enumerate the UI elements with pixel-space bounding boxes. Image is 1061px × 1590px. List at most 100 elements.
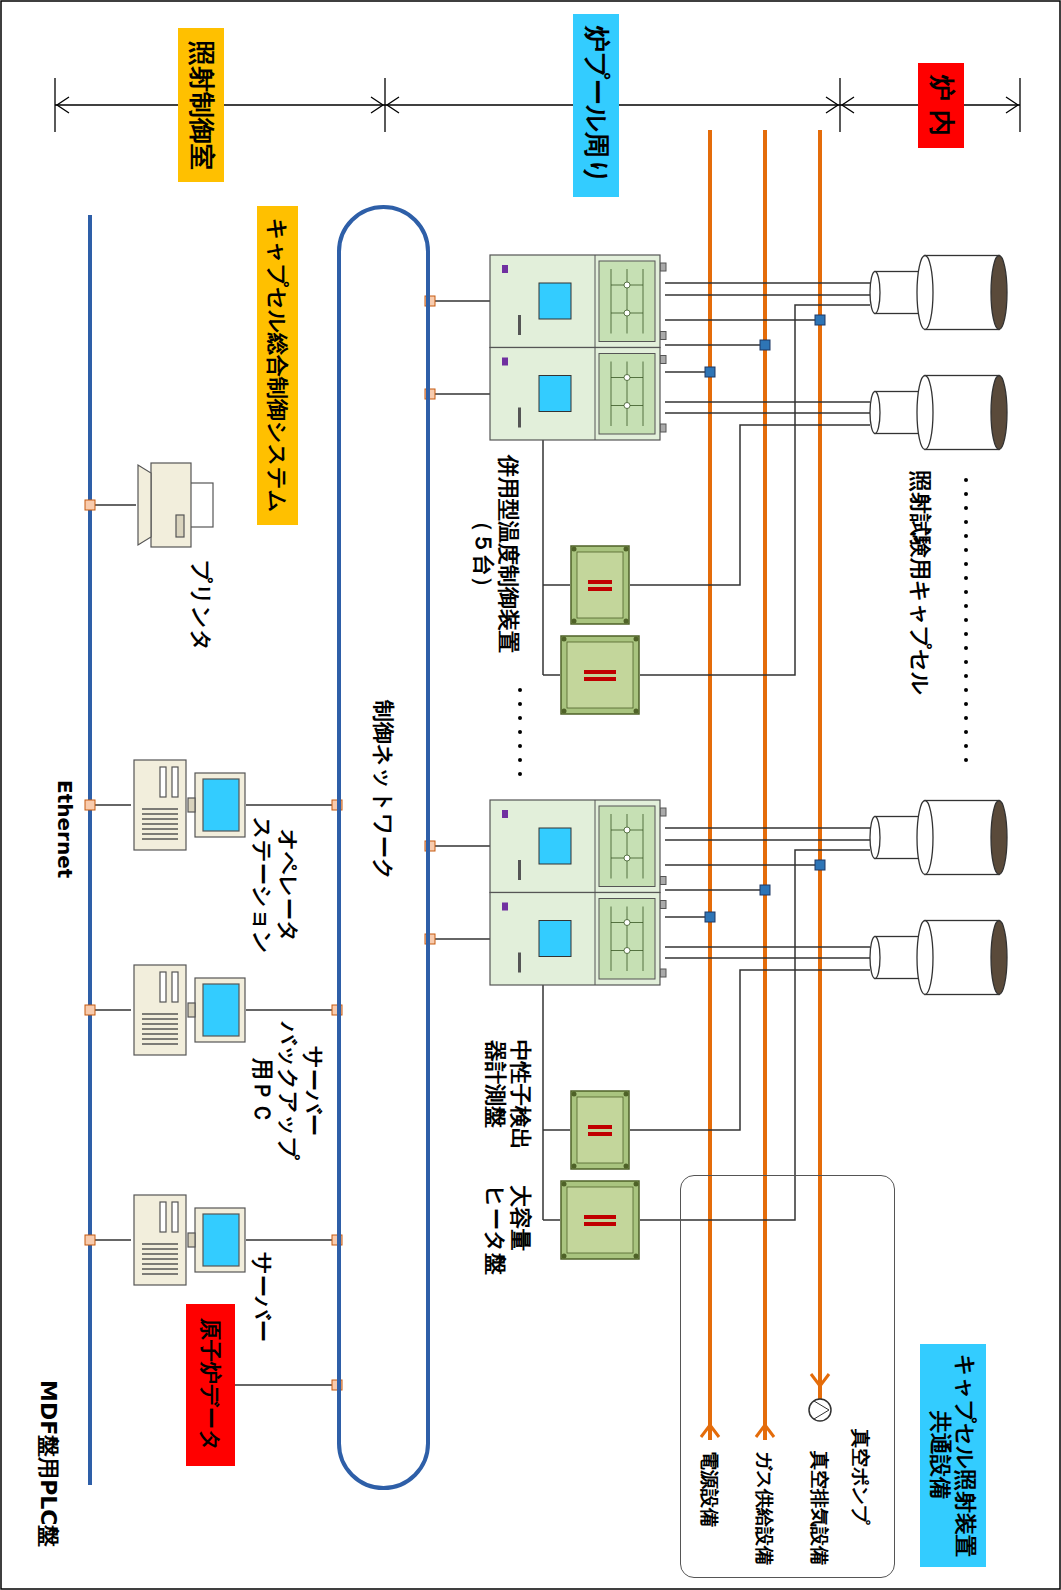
ellipsis-dots <box>518 702 522 706</box>
instrument-panel <box>577 552 623 618</box>
node-text: ガス供給設備 <box>753 1451 775 1565</box>
signal-wire <box>665 916 710 918</box>
temperature-controller <box>518 860 521 880</box>
panel-name: MDF盤用PLC盤 <box>36 1380 61 1547</box>
computer-icon <box>142 1273 178 1275</box>
dimension-line <box>1019 78 1020 132</box>
signal-wire <box>640 305 870 675</box>
temperature-controller <box>624 920 630 926</box>
computer-icon <box>203 779 239 831</box>
irradiation-capsule <box>917 921 933 995</box>
temperature-controller <box>624 375 630 381</box>
temperature-controller <box>490 255 660 348</box>
temperature-controller <box>539 828 571 864</box>
node-text: サーバー バックアップ 用ＰＣ <box>250 1022 326 1160</box>
instrument-panel <box>562 1182 567 1187</box>
tap-point <box>815 860 825 870</box>
temperature-controller <box>660 969 666 977</box>
instrument-panel <box>562 637 567 642</box>
printer-icon <box>138 465 151 545</box>
signal-wire <box>665 412 870 414</box>
dimension-line <box>54 78 55 132</box>
temperature-controller <box>490 893 666 986</box>
zone-label: 照射制御室 <box>178 28 224 182</box>
temperature-controller <box>627 814 628 879</box>
irradiation-capsule <box>917 376 933 450</box>
heater-panel: 大容量 ヒータ盤 <box>560 1180 640 1260</box>
irradiation-capsule <box>917 801 933 875</box>
node-text: 大容量 ヒータ盤 <box>482 1185 533 1275</box>
node-text: 真空排気設備 <box>808 1451 830 1565</box>
computer-icon <box>160 767 166 797</box>
computer-icon <box>195 1208 245 1272</box>
control-network-ring: 制御ネットワーク <box>337 205 430 1490</box>
temperature-controller <box>539 921 571 957</box>
computer-icon <box>142 1018 178 1020</box>
signal-wire <box>665 864 820 866</box>
signal-wire <box>640 850 870 1220</box>
irradiation-capsule <box>991 801 1007 875</box>
computer-icon <box>188 1233 195 1247</box>
signal-wire <box>543 674 560 676</box>
instrument-panel <box>571 546 629 624</box>
dimension-line <box>57 97 69 113</box>
computer-icon <box>134 965 186 1055</box>
capsule-name: 照射試験用キャプセル <box>908 470 933 695</box>
instrument-panel <box>588 580 612 584</box>
temperature-controller <box>595 800 596 893</box>
tap-point <box>760 340 770 350</box>
signal-wire <box>665 839 870 841</box>
connector-line <box>246 804 337 806</box>
temperature-controller <box>518 408 521 428</box>
printer-icon <box>151 463 191 547</box>
computer-icon <box>142 1033 178 1035</box>
temperature-controller <box>611 907 612 972</box>
signal-wire <box>665 827 870 829</box>
temperature-controller <box>599 261 655 342</box>
computer-icon <box>142 1043 178 1045</box>
temperature-controller <box>595 348 596 441</box>
irradiation-capsule <box>870 921 1007 995</box>
computer-icon <box>142 1248 178 1250</box>
signal-wire <box>665 319 820 321</box>
drop-line <box>90 1009 131 1011</box>
temperature-controller <box>627 362 628 427</box>
computer-icon <box>142 1268 178 1270</box>
irradiation-capsule <box>991 376 1007 450</box>
instrument-panel <box>634 637 639 642</box>
temperature-controller <box>660 332 666 340</box>
printer-icon <box>138 463 213 547</box>
computer-icon <box>195 978 245 1042</box>
instrument-panel <box>584 1215 616 1219</box>
ellipsis-dots <box>964 632 968 636</box>
connector-line <box>246 1009 337 1011</box>
drop-line <box>90 804 131 806</box>
signal-wire <box>665 889 765 891</box>
computer-icon <box>203 1214 239 1266</box>
dimension-line <box>842 97 854 113</box>
zone-label: 炉プール周り <box>573 14 619 197</box>
temperature-controller <box>599 899 655 980</box>
signal-wire <box>430 938 490 940</box>
irradiation-capsule <box>870 392 880 434</box>
instrument-panel <box>561 1181 639 1259</box>
node-text: 炉プール周り <box>581 26 611 185</box>
node-text: キャプセル照射装置 共通設備 <box>928 1354 979 1557</box>
zone-label: 炉 内 <box>918 63 964 148</box>
irradiation-capsule <box>925 376 999 450</box>
temperature-controller <box>490 800 666 893</box>
instrument-panel <box>584 1222 616 1226</box>
ellipsis-dots <box>518 688 522 692</box>
irradiation-capsule <box>870 937 880 979</box>
heater-panel-outline <box>560 1180 640 1260</box>
instrument-panel <box>624 1092 629 1097</box>
backup-pc-outline <box>131 960 246 1060</box>
dimension-line <box>839 78 840 132</box>
temperature-controller <box>643 362 644 427</box>
computer-icon <box>142 818 178 820</box>
computer-icon <box>134 1195 245 1285</box>
dimension-line <box>1006 97 1018 113</box>
computer-icon <box>142 828 178 830</box>
temperature-controller <box>624 403 630 409</box>
